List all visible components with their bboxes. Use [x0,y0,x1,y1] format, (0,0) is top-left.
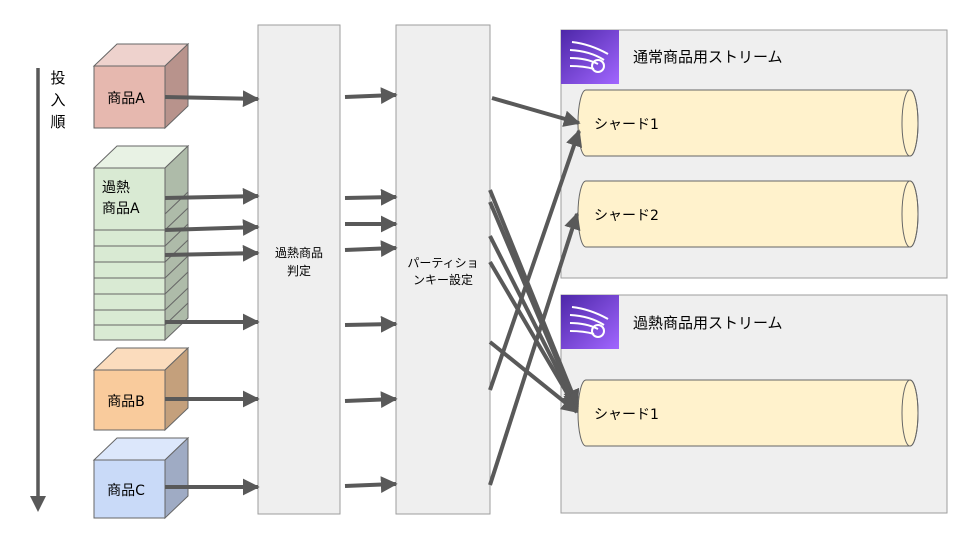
hot-stream: 過熱商品用ストリーム シャード1 [560,294,948,514]
product-b-label: 商品B [107,394,145,410]
timeline-label-2: 入 [50,91,65,109]
hot-stream-title: 過熱商品用ストリーム [633,314,783,332]
product-c-box: 商品C [92,436,190,520]
timeline-arrowhead-icon [30,496,46,512]
normal-shard-2: シャード2 [577,180,919,248]
arrows-to-judge [164,90,260,496]
judge-stage-label-line2: 判定 [287,263,311,278]
arrows-to-partition [344,87,398,493]
hot-shard-1: シャード1 [577,379,919,447]
normal-stream: 通常商品用ストリーム シャード1 シャード2 [560,29,948,279]
timeline-label-1: 投 [50,69,65,87]
normal-stream-title: 通常商品用ストリーム [633,48,783,66]
kinesis-stream-icon [561,30,619,84]
arrows-to-shards [488,96,583,486]
hot-product-a-stack: 過熱 商品A [92,144,190,342]
timeline-label-3: 順 [50,113,65,131]
partition-stage-label-line1: パーティショ [407,256,478,270]
product-a-box: 商品A [92,42,190,130]
partition-key-stage: パーティショ ンキー設定 [395,24,491,515]
timeline: 投 入 順 [30,68,66,512]
hot-shard-1-label: シャード1 [594,407,659,423]
normal-shard-2-label: シャード2 [594,208,659,224]
hot-product-judge-stage: 過熱商品 判定 [257,24,341,515]
normal-shard-1-label: シャード1 [594,117,659,133]
kinesis-stream-icon [561,295,619,349]
hot-product-label-line1: 過熱 [102,180,130,196]
partition-stage-label-line2: ンキー設定 [413,272,473,287]
product-c-label: 商品C [107,483,145,499]
judge-stage-label-line1: 過熱商品 [275,245,323,260]
product-a-label: 商品A [107,91,145,107]
product-b-box: 商品B [92,346,190,432]
normal-shard-1: シャード1 [577,89,919,157]
hot-product-label-line2: 商品A [102,201,140,217]
